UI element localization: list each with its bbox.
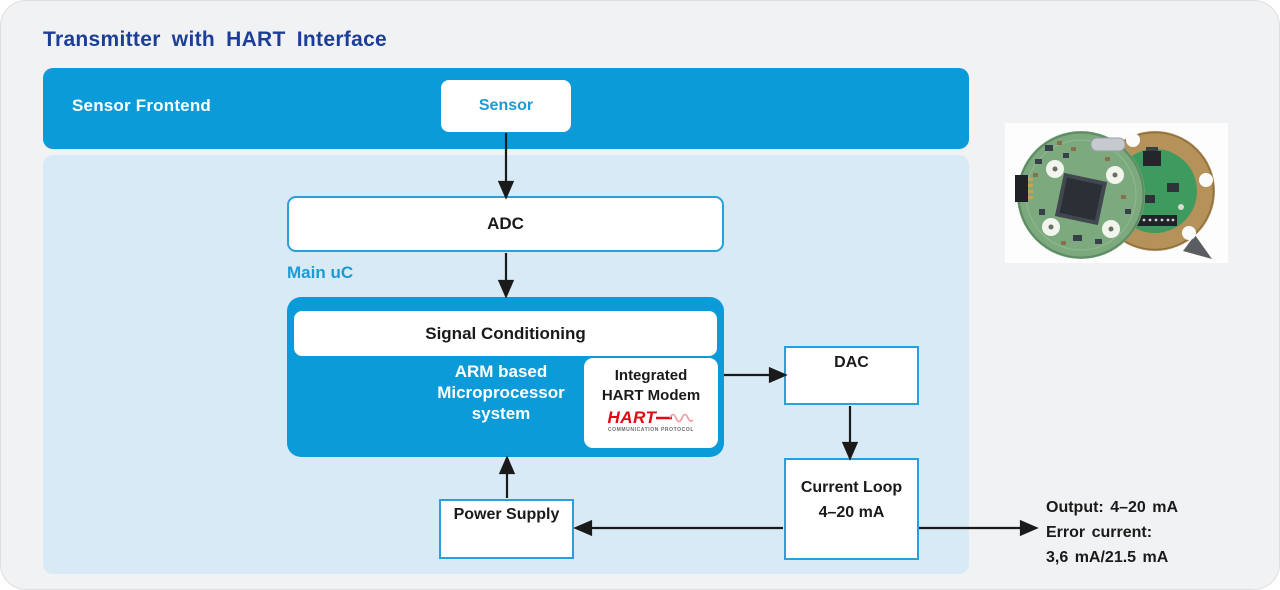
- arrowhead-currentloop-output: [1019, 519, 1039, 537]
- sensor-frontend-band: Sensor Frontend Sensor: [43, 68, 969, 149]
- pcb-left-board: [1015, 131, 1145, 259]
- arm-line-2: Microprocessor: [437, 383, 565, 402]
- transmitter-panel: ADC Main uC Signal Conditioning ARM base…: [43, 155, 969, 574]
- output-annotation: Output: 4–20 mA Error current: 3,6 mA/21…: [1046, 495, 1178, 570]
- output-line-2: Error current:: [1046, 524, 1153, 541]
- dac-block: DAC: [784, 346, 919, 405]
- sensor-block: Sensor: [441, 80, 571, 132]
- main-uc-block: Signal Conditioning ARM based Microproce…: [287, 297, 724, 457]
- hart-modem-line-2: HART Modem: [601, 387, 701, 404]
- power-supply-block: Power Supply: [439, 499, 574, 559]
- hart-modem-block: Integrated HART Modem HART COMMUNICATION…: [584, 358, 718, 448]
- current-loop-line-2: 4–20 mA: [818, 504, 885, 521]
- hart-logo-subtext: COMMUNICATION PROTOCOL: [607, 427, 695, 433]
- hart-logo-text: HART: [607, 408, 657, 427]
- current-loop-line-1: Current Loop: [800, 479, 903, 496]
- arm-line-1: ARM based: [454, 362, 548, 381]
- main-uc-label: Main uC: [287, 263, 354, 282]
- adc-block: ADC: [287, 196, 724, 252]
- arm-line-3: system: [471, 404, 531, 423]
- sensor-frontend-label: Sensor Frontend: [72, 96, 212, 115]
- signal-conditioning-block: Signal Conditioning: [294, 311, 717, 356]
- output-line-3: 3,6 mA/21.5 mA: [1046, 549, 1169, 566]
- current-loop-block: Current Loop 4–20 mA: [784, 458, 919, 560]
- arm-microprocessor-label: ARM based Microprocessor system: [351, 361, 651, 424]
- transmitter-boards-photo: [1005, 123, 1228, 263]
- page-title: Transmitter with HART Interface: [43, 28, 388, 51]
- hart-logo: HART COMMUNICATION PROTOCOL: [607, 408, 695, 433]
- hart-logo-wave-icon: [656, 413, 695, 423]
- hart-modem-line-1: Integrated: [614, 367, 688, 384]
- output-line-1: Output: 4–20 mA: [1046, 499, 1179, 516]
